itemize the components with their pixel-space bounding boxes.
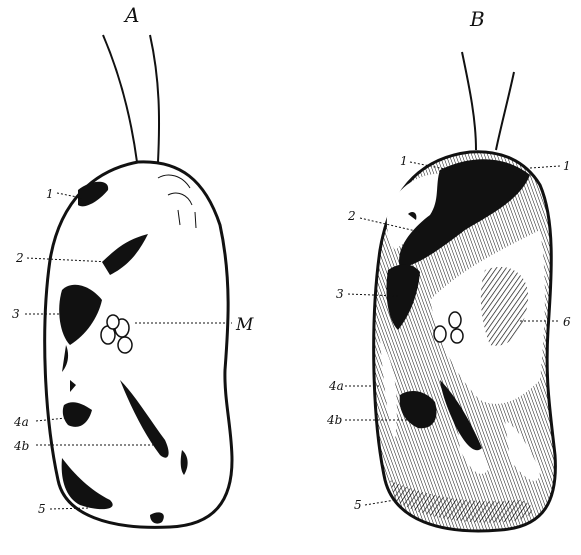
label-a-2: 2 (15, 251, 24, 265)
label-b-2: 2 (347, 209, 356, 223)
stalk-a-right (150, 35, 159, 162)
stalk-b-right (496, 72, 514, 150)
stalk-b-left (462, 52, 476, 150)
label-a-4a: 4a (13, 415, 29, 429)
label-a-4b: 4b (13, 439, 29, 453)
panel-a-title: A (123, 3, 139, 27)
label-a-1: 1 (46, 187, 54, 201)
label-b-1-right: 1 (563, 159, 571, 173)
label-b-1-left: 1 (400, 154, 408, 168)
label-a-5: 5 (38, 502, 46, 516)
label-b-4b: 4b (326, 413, 342, 427)
panel-b-title: B (469, 7, 485, 31)
panel-b: B (326, 7, 571, 531)
label-b-6: 6 (563, 315, 571, 329)
label-b-5: 5 (354, 498, 362, 512)
label-b-3: 3 (336, 287, 344, 301)
label-a-m: M (235, 315, 254, 335)
stalk-a-left (103, 35, 137, 162)
label-a-3: 3 (12, 307, 20, 321)
label-b-4a: 4a (328, 379, 344, 393)
panel-a: A (12, 3, 254, 527)
